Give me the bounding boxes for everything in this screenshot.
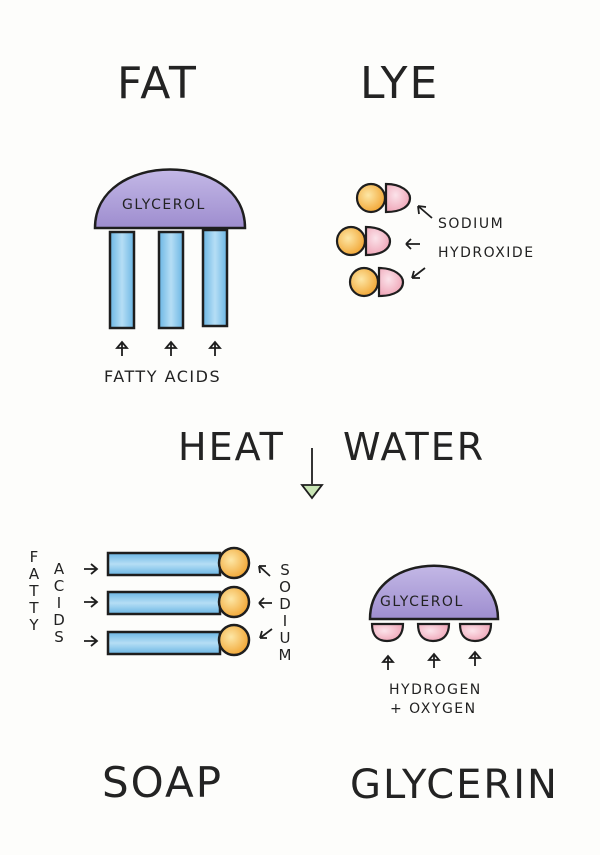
soap-acids-vertical-label: ACIDS: [53, 560, 65, 646]
fat-glycerol-dome: [93, 168, 247, 230]
title-soap: SOAP: [102, 758, 224, 807]
label-water: WATER: [343, 425, 486, 469]
glycerin-glycerol-label: GLYCEROL: [380, 594, 464, 610]
title-fat: FAT: [117, 58, 198, 109]
fatty-acids-label: FATTY ACIDS: [104, 367, 222, 386]
soap-acid-arrows: [84, 563, 99, 647]
oxygen-label: + OXYGEN: [390, 701, 477, 717]
hydrogen-label: HYDROGEN: [389, 682, 482, 698]
glycerin-up-arrows: [381, 650, 482, 670]
fat-up-arrows: [115, 340, 222, 356]
glycerin-glycerol-dome: [368, 564, 500, 621]
hydroxide-label: HYDROXIDE: [438, 245, 535, 261]
fat-glycerol-label: GLYCEROL: [122, 197, 206, 213]
title-lye: LYE: [360, 58, 440, 109]
soap-fatty-vertical-label: FATTY: [28, 548, 40, 634]
soap-sodium-vertical-label: SODIUM: [278, 561, 292, 664]
reaction-down-arrow: [300, 448, 324, 500]
glycerin-hydrogen-oxygen-groups: [370, 622, 493, 643]
soap-chains: [106, 546, 251, 657]
lye-molecules: [335, 182, 412, 298]
label-heat: HEAT: [178, 425, 285, 469]
title-glycerin: GLYCERIN: [350, 762, 559, 808]
fat-fatty-acid-columns: [108, 228, 229, 330]
lye-pointer-arrows: [405, 205, 433, 279]
sodium-label: SODIUM: [438, 216, 505, 232]
soap-sodium-arrows: [258, 565, 273, 639]
